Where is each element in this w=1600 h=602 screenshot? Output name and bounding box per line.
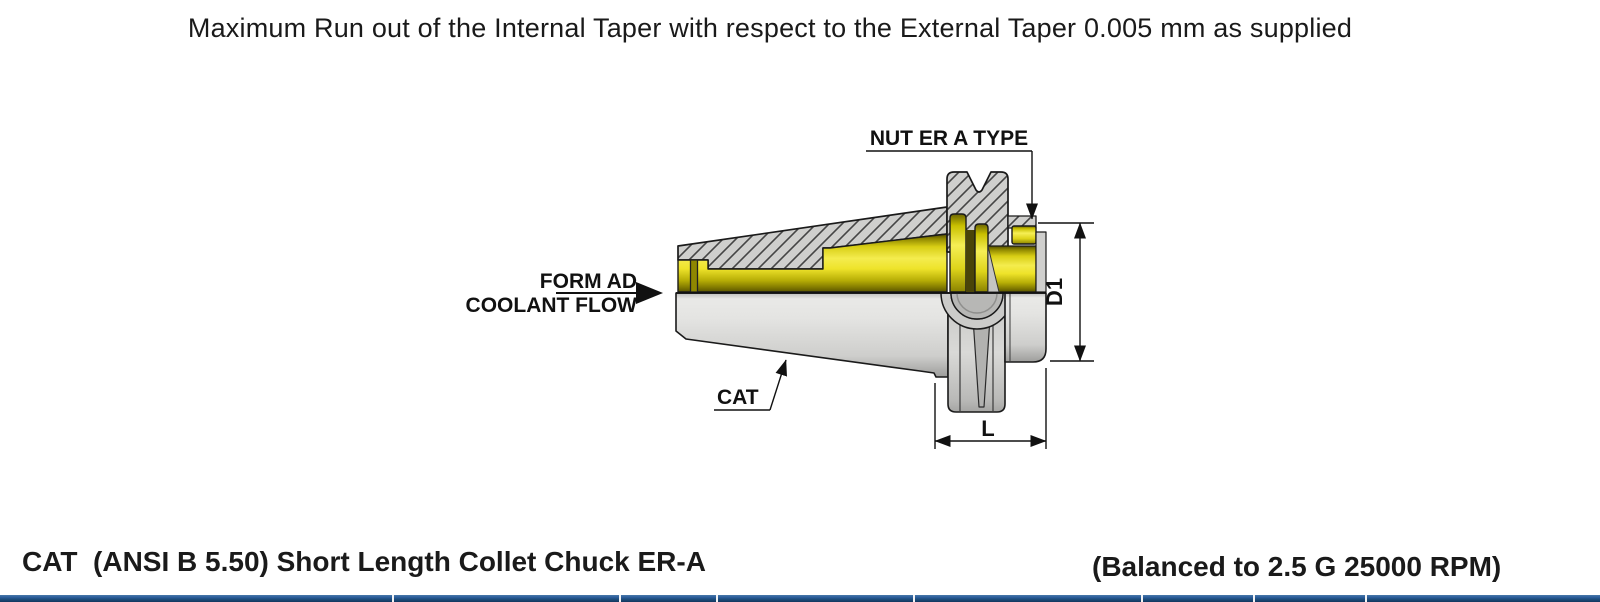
d1-dim-label: D1 bbox=[1042, 278, 1067, 306]
balance-note: (Balanced to 2.5 G 25000 RPM) bbox=[1092, 551, 1502, 582]
runout-note: Maximum Run out of the Internal Taper wi… bbox=[187, 13, 1353, 43]
cat-taper-label: CAT bbox=[717, 386, 759, 409]
nut-lower bbox=[1004, 292, 1047, 363]
nut-end-face bbox=[1035, 231, 1047, 293]
coolant-label-line1: FORM AD bbox=[540, 270, 637, 293]
table-column-divider bbox=[1253, 595, 1255, 602]
cat-leader-line bbox=[769, 359, 787, 411]
bore-groove bbox=[689, 259, 699, 293]
collet-band-rear bbox=[949, 213, 967, 293]
table-column-divider bbox=[913, 595, 915, 602]
coolant-label-line2: COOLANT FLOW bbox=[466, 294, 638, 317]
coolant-bore bbox=[677, 233, 948, 293]
collet-nose-wedge bbox=[987, 245, 1000, 293]
coolant-flow-arrow bbox=[636, 282, 663, 304]
nut-front-yellow bbox=[1011, 225, 1037, 245]
product-title: CAT (ANSI B 5.50) Short Length Collet Ch… bbox=[22, 546, 706, 577]
table-column-divider bbox=[392, 595, 394, 602]
table-header-bar-top-edge bbox=[0, 595, 1600, 602]
ball-groove-highlight bbox=[956, 292, 998, 314]
collet-band-front bbox=[974, 223, 989, 293]
ball-groove-inner bbox=[950, 292, 1004, 320]
taper-body-lower bbox=[675, 292, 949, 378]
table-column-divider bbox=[716, 595, 718, 602]
collet-gap bbox=[966, 230, 975, 292]
nut-label: NUT ER A TYPE bbox=[870, 127, 1028, 150]
table-column-divider bbox=[1141, 595, 1143, 602]
l-dim-label: L bbox=[981, 416, 994, 441]
table-column-divider bbox=[619, 595, 621, 602]
table-column-divider bbox=[1365, 595, 1367, 602]
